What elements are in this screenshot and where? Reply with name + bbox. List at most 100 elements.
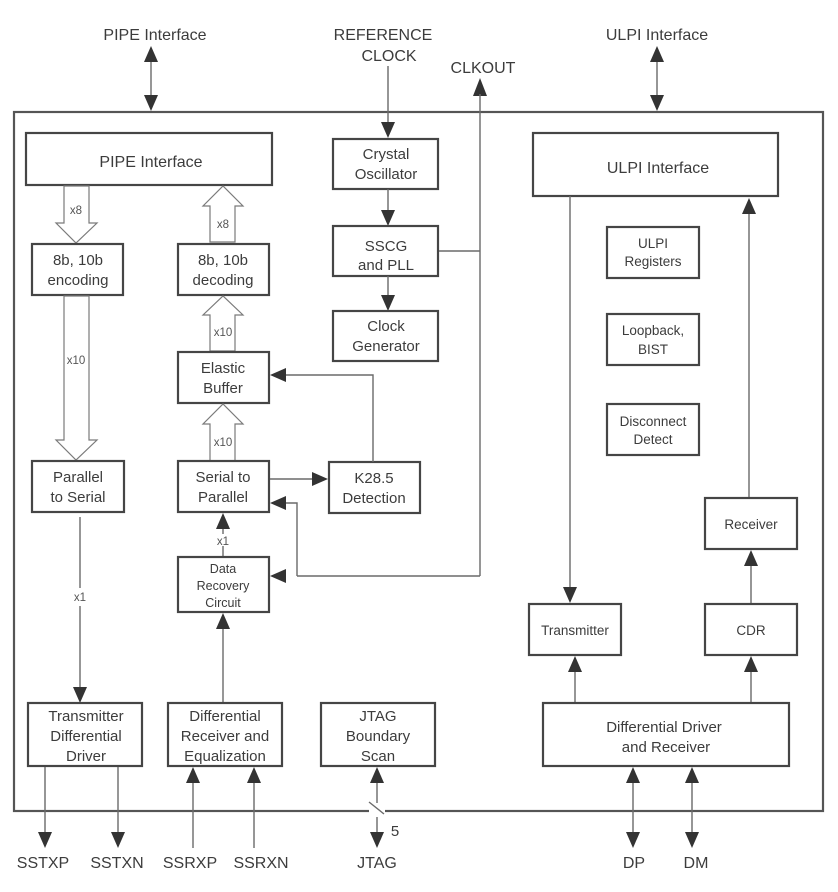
svg-text:Registers: Registers — [624, 254, 681, 269]
pipe-bidir-arrow — [144, 46, 158, 111]
svg-text:BIST: BIST — [638, 342, 668, 357]
svg-text:Detection: Detection — [342, 490, 405, 507]
pin-label-dm: DM — [684, 855, 709, 872]
svg-text:x8: x8 — [70, 205, 82, 217]
svg-text:encoding: encoding — [48, 272, 109, 289]
svg-text:8b, 10b: 8b, 10b — [53, 252, 103, 269]
wire-p2s-to-tx-driver: x1 — [73, 517, 87, 703]
ulpi-bidir-arrow — [650, 46, 664, 111]
block-8b10b-encoding: 8b, 10b encoding — [30, 242, 125, 297]
block-diff-receiver-equalization: Differential Receiver and Equalization — [166, 701, 284, 768]
svg-text:PIPE Interface: PIPE Interface — [99, 154, 202, 171]
pin-jtag-arrow — [368, 767, 385, 848]
ext-label-pipe-interface: PIPE Interface — [103, 27, 206, 44]
bus-arrow-s2p-to-elastic: x10 — [201, 403, 245, 462]
wire-ulpi-to-transmitter — [563, 196, 577, 603]
svg-text:Transmitter: Transmitter — [48, 708, 123, 725]
svg-text:Elastic: Elastic — [201, 360, 246, 377]
svg-text:Transmitter: Transmitter — [541, 623, 609, 638]
pin-label-dp: DP — [623, 855, 645, 872]
pin-label-jtag: JTAG — [357, 855, 397, 872]
bus-arrow-decoding-to-pipe: x8 — [201, 185, 245, 243]
ext-label-reference-clock-2: CLOCK — [361, 48, 416, 65]
svg-text:Receiver and: Receiver and — [181, 728, 269, 745]
svg-text:x1: x1 — [217, 536, 229, 548]
svg-text:Differential: Differential — [189, 708, 260, 725]
svg-text:Buffer: Buffer — [203, 380, 243, 397]
block-diff-driver-receiver: Differential Driver and Receiver — [541, 701, 791, 768]
block-cdr: CDR — [703, 602, 799, 657]
svg-text:Disconnect: Disconnect — [620, 414, 687, 429]
svg-text:Differential Driver: Differential Driver — [606, 719, 722, 736]
block-clock-generator: Clock Generator — [331, 309, 440, 363]
svg-text:Driver: Driver — [66, 748, 106, 765]
svg-text:ULPI Interface: ULPI Interface — [607, 160, 709, 177]
wire-drc-to-s2p: x1 — [216, 513, 230, 557]
svg-text:Parallel: Parallel — [198, 489, 248, 506]
svg-text:Boundary: Boundary — [346, 728, 411, 745]
clkout-arrow — [473, 78, 487, 96]
bus-arrow-elastic-to-decoding: x10 — [201, 295, 245, 352]
wire-cdr-to-receiver — [744, 550, 758, 603]
jtag-bus-width: 5 — [391, 823, 399, 840]
svg-text:x1: x1 — [74, 592, 86, 604]
svg-text:Parallel: Parallel — [53, 469, 103, 486]
block-pipe-interface: PIPE Interface — [24, 131, 274, 187]
svg-text:Serial to: Serial to — [195, 469, 250, 486]
block-disconnect-detect: Disconnect Detect — [605, 402, 701, 457]
svg-text:and Receiver: and Receiver — [622, 739, 710, 756]
pin-label-sstxp: SSTXP — [17, 855, 69, 872]
svg-text:K28.5: K28.5 — [354, 470, 393, 487]
wire-s2p-to-k285 — [270, 472, 328, 486]
pin-sstxn-arrow — [111, 767, 125, 848]
svg-text:x10: x10 — [67, 355, 86, 367]
svg-text:ULPI: ULPI — [638, 236, 668, 251]
svg-text:x10: x10 — [214, 437, 233, 449]
svg-text:and PLL: and PLL — [358, 257, 414, 274]
svg-text:x10: x10 — [214, 327, 233, 339]
svg-text:CDR: CDR — [736, 623, 765, 638]
bus-arrow-pipe-to-encoding: x8 — [54, 185, 99, 244]
wire-receiver-to-ulpi — [742, 198, 756, 498]
bus-arrow-encoding-to-p2s: x10 — [54, 295, 99, 461]
svg-text:x8: x8 — [217, 219, 229, 231]
svg-text:Generator: Generator — [352, 338, 420, 355]
wire-rx-eq-to-drc — [216, 613, 230, 702]
svg-text:Scan: Scan — [361, 748, 395, 765]
svg-text:SSCG: SSCG — [365, 238, 408, 255]
block-receiver: Receiver — [703, 496, 799, 551]
block-sscg-pll: SSCG and PLL — [331, 224, 440, 278]
wire-sscg-to-clkgen — [381, 276, 395, 311]
svg-text:Oscillator: Oscillator — [355, 166, 418, 183]
chip-boundary — [12, 110, 825, 813]
block-serial-to-parallel: Serial to Parallel — [176, 459, 271, 514]
svg-text:Recovery: Recovery — [197, 579, 251, 593]
block-8b10b-decoding: 8b, 10b decoding — [176, 242, 271, 297]
svg-text:Data: Data — [210, 562, 236, 576]
wire-xo-to-sscg — [381, 189, 395, 226]
svg-text:decoding: decoding — [193, 272, 254, 289]
block-ulpi-interface: ULPI Interface — [531, 131, 780, 198]
wire-diffdrv-to-transmitter — [568, 656, 582, 702]
svg-text:Receiver: Receiver — [724, 517, 778, 532]
svg-text:Crystal: Crystal — [363, 146, 410, 163]
svg-text:8b, 10b: 8b, 10b — [198, 252, 248, 269]
svg-text:Clock: Clock — [367, 318, 405, 335]
pin-dp-bidir-arrow — [626, 767, 640, 848]
svg-text:JTAG: JTAG — [359, 708, 396, 725]
pin-label-ssrxn: SSRXN — [233, 855, 288, 872]
svg-text:to Serial: to Serial — [50, 489, 105, 506]
block-parallel-to-serial: Parallel to Serial — [30, 459, 126, 514]
block-transmitter: Transmitter — [527, 602, 623, 657]
block-crystal-oscillator: Crystal Oscillator — [331, 137, 440, 191]
block-k285-detection: K28.5 Detection — [327, 460, 422, 515]
pin-ssrxn-arrow — [247, 767, 261, 848]
svg-text:Circuit: Circuit — [205, 596, 241, 610]
block-loopback-bist: Loopback, BIST — [605, 312, 701, 367]
wire-k285-to-elastic — [270, 368, 374, 462]
block-tx-differential-driver: Transmitter Differential Driver — [26, 701, 144, 768]
block-ulpi-registers: ULPI Registers — [605, 225, 701, 280]
refclk-arrow — [381, 66, 395, 138]
pin-dm-bidir-arrow — [685, 767, 699, 848]
